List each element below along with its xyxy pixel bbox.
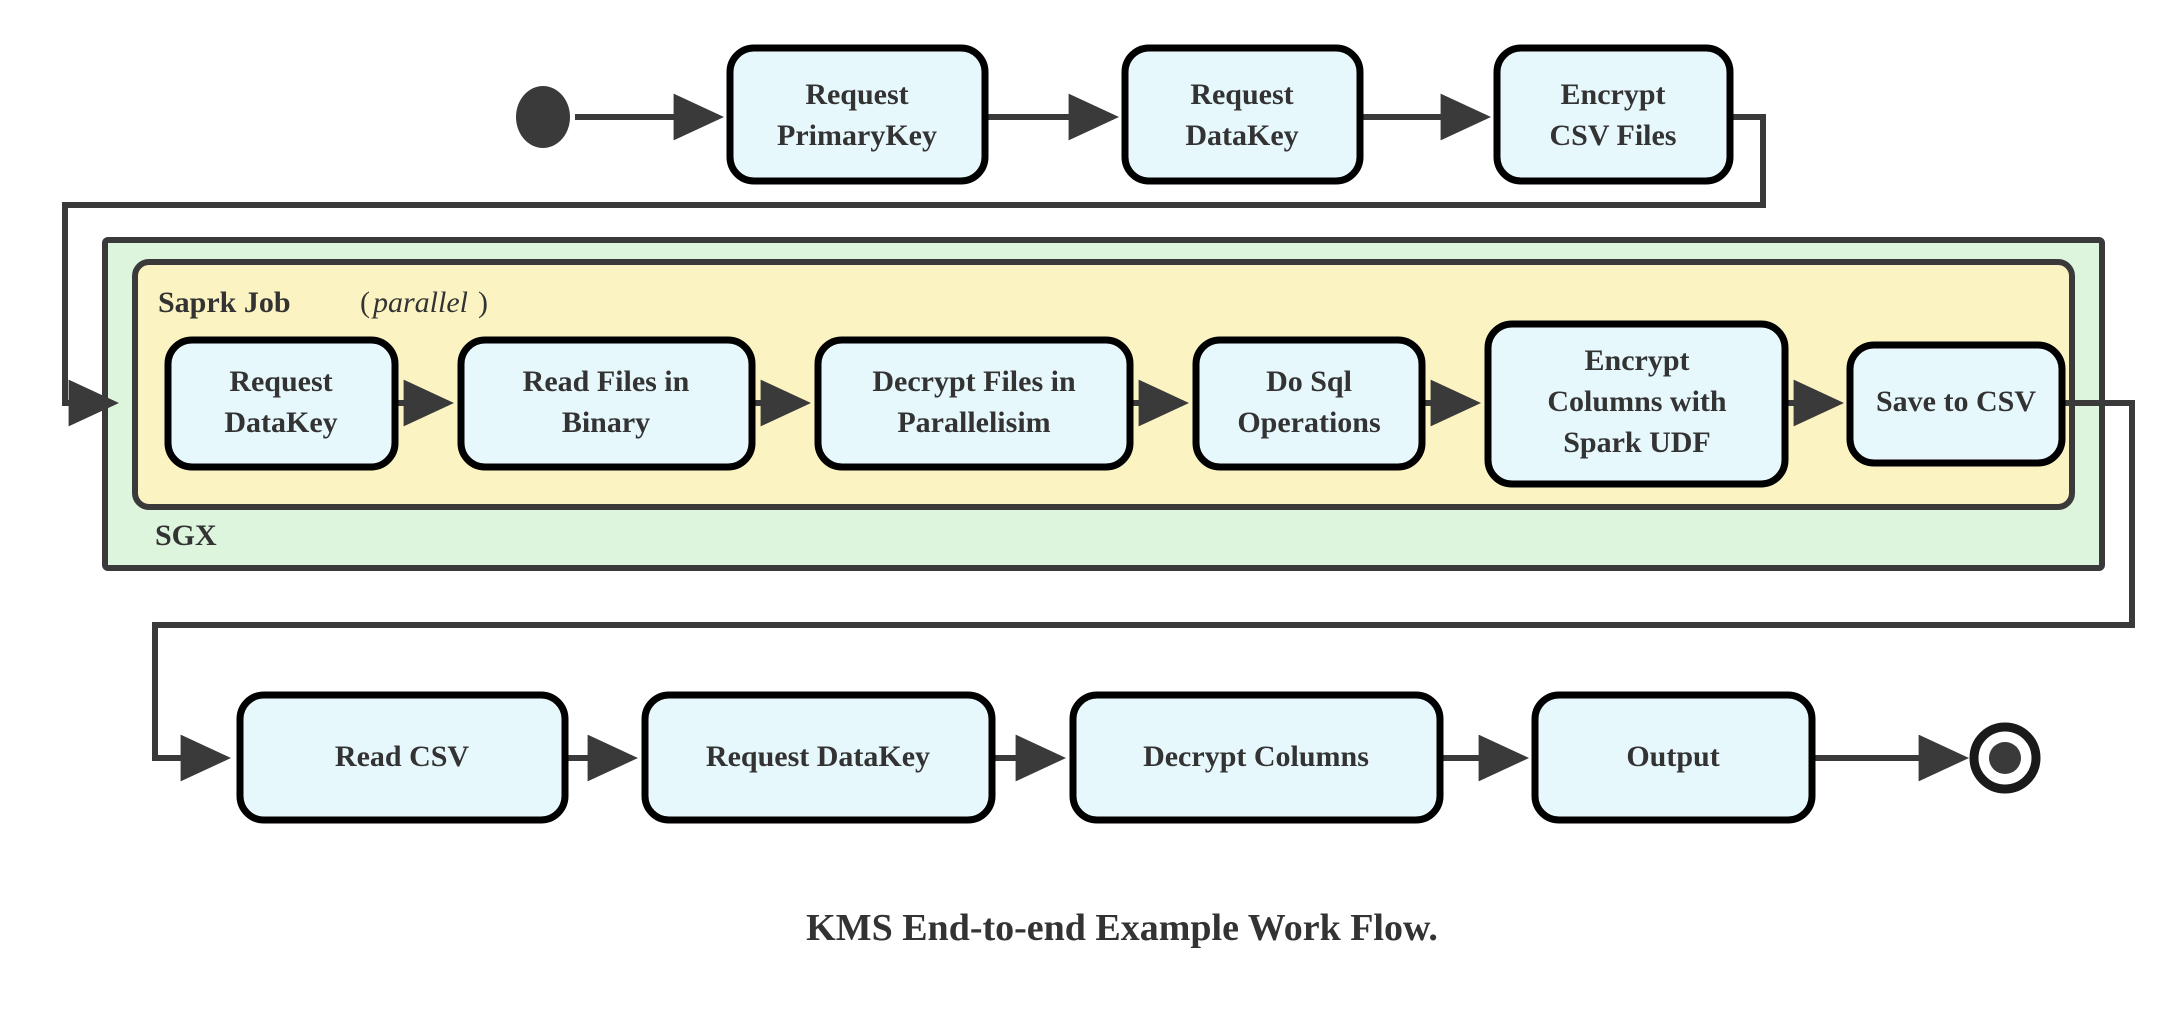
node-label-line: Request DataKey [706, 740, 930, 773]
node-label-line: Operations [1237, 406, 1380, 439]
node-label-line: Read CSV [335, 740, 470, 773]
node-label-line: Read Files in [523, 365, 690, 398]
node-label-line: Parallelisim [897, 406, 1050, 439]
end-node [1969, 722, 2041, 794]
node-request-datakey-out[interactable]: Request DataKey [641, 691, 996, 824]
spark-job-label: Saprk Job [158, 286, 291, 319]
node-decrypt-files-parallel[interactable]: Decrypt Files in Parallelisim [814, 336, 1134, 471]
node-request-datakey-spark[interactable]: Request DataKey [164, 336, 399, 471]
node-do-sql-operations[interactable]: Do Sql Operations [1192, 336, 1426, 471]
edge-encrypt-csv-to-spark-request-datakey [62, 114, 1766, 427]
edge-layer [62, 93, 2135, 782]
spark-job-paren-close: ) [478, 286, 488, 319]
node-label-line: DataKey [224, 406, 337, 439]
node-output[interactable]: Output [1531, 691, 1816, 824]
node-encrypt-columns-udf[interactable]: Encrypt Columns with Spark UDF [1484, 320, 1789, 488]
node-label-line: Encrypt [1561, 78, 1666, 111]
node-label-line: Encrypt [1585, 344, 1690, 377]
sgx-label: SGX [155, 519, 217, 552]
node-read-files-in-binary[interactable]: Read Files in Binary [457, 336, 756, 471]
node-read-csv[interactable]: Read CSV [236, 691, 569, 824]
node-label-line: Save to CSV [1876, 385, 2036, 418]
node-label-line: Request [1190, 78, 1293, 111]
node-label-line: Request [805, 78, 908, 111]
node-label-line: Request [229, 365, 332, 398]
node-request-datakey-top[interactable]: Request DataKey [1121, 44, 1364, 185]
node-label-line: Decrypt Files in [872, 365, 1076, 398]
node-label-line: CSV Files [1550, 119, 1677, 152]
diagram-caption: KMS End-to-end Example Work Flow. [806, 907, 1438, 949]
spark-job-paren-open: ( [360, 286, 370, 319]
node-encrypt-csv-files[interactable]: Encrypt CSV Files [1493, 44, 1734, 185]
node-label-line: Output [1626, 740, 1719, 773]
spark-job-parallel-label: parallel [371, 286, 468, 319]
node-label-line: Columns with [1547, 385, 1727, 418]
node-label-line: Binary [562, 406, 650, 439]
node-save-to-csv[interactable]: Save to CSV [1846, 341, 2066, 467]
node-request-primarykey[interactable]: Request PrimaryKey [726, 44, 989, 185]
node-label-line: DataKey [1185, 119, 1298, 152]
node-label-line: Do Sql [1266, 365, 1352, 398]
start-node [516, 86, 570, 148]
node-label-line: PrimaryKey [777, 119, 937, 152]
node-decrypt-columns[interactable]: Decrypt Columns [1069, 691, 1444, 824]
node-label-line: Spark UDF [1563, 426, 1711, 459]
edge-save-csv-to-read-csv [152, 400, 2135, 782]
node-label-line: Decrypt Columns [1143, 740, 1369, 773]
